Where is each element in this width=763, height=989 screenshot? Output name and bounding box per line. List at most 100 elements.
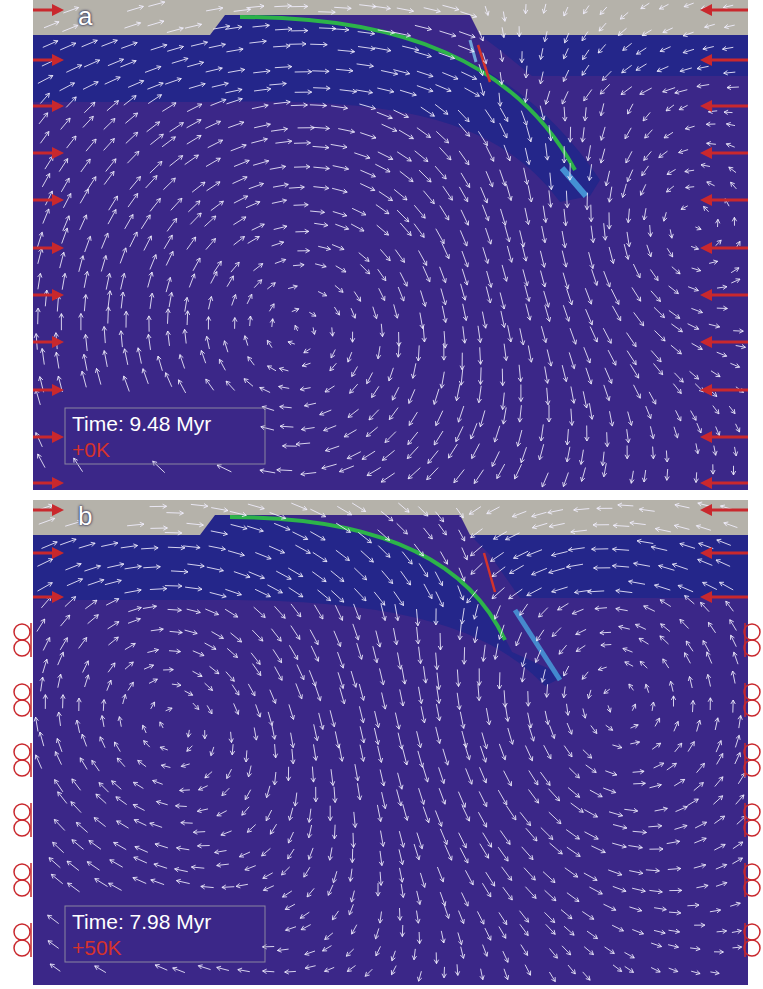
- velocity-arrow: [185, 311, 189, 325]
- velocity-arrow: [125, 589, 142, 594]
- velocity-arrow: [697, 720, 701, 731]
- velocity-arrow: [444, 905, 449, 918]
- velocity-arrow: [269, 546, 285, 553]
- velocity-arrow: [291, 503, 307, 510]
- velocity-arrow: [545, 91, 550, 104]
- velocity-arrow: [674, 427, 678, 438]
- velocity-arrow: [170, 123, 184, 132]
- velocity-boundary-arrowhead: [700, 4, 712, 16]
- velocity-arrow: [462, 647, 466, 664]
- overriding-plate: [470, 535, 748, 598]
- velocity-arrow: [459, 368, 463, 385]
- velocity-arrow: [408, 468, 420, 479]
- velocity-arrow: [109, 883, 122, 890]
- velocity-arrow: [482, 733, 488, 749]
- velocity-arrow: [522, 847, 533, 860]
- velocity-arrow: [167, 46, 183, 52]
- velocity-arrow: [256, 704, 261, 717]
- velocity-arrow: [313, 186, 328, 190]
- velocity-arrow: [486, 872, 495, 886]
- velocity-arrow: [251, 653, 260, 665]
- velocity-arrow: [128, 618, 140, 623]
- velocity-arrow: [374, 592, 385, 605]
- velocity-arrow: [207, 705, 212, 713]
- velocity-arrow: [729, 167, 736, 173]
- velocity-arrow: [95, 879, 108, 887]
- velocity-arrow: [84, 271, 89, 287]
- velocity-arrow: [409, 412, 417, 425]
- velocity-arrow: [647, 245, 652, 257]
- velocity-arrow: [260, 387, 270, 392]
- velocity-arrow: [711, 371, 720, 377]
- velocity-arrow: [514, 464, 521, 479]
- velocity-arrow: [552, 587, 568, 593]
- velocity-arrow: [263, 969, 275, 973]
- velocity-arrow: [239, 852, 250, 857]
- velocity-arrow: [435, 512, 443, 522]
- velocity-arrow: [225, 88, 242, 93]
- velocity-arrow: [436, 727, 441, 744]
- velocity-arrow: [717, 352, 727, 357]
- velocity-arrow: [60, 83, 75, 91]
- velocity-arrow: [397, 210, 409, 222]
- velocity-arrow: [234, 237, 245, 246]
- velocity-arrow: [135, 846, 148, 852]
- roller-symbol: [744, 820, 760, 836]
- velocity-arrow: [105, 77, 121, 85]
- velocity-arrow: [168, 546, 185, 550]
- velocity-arrow: [643, 208, 647, 220]
- velocity-arrow: [545, 367, 549, 384]
- velocity-arrow: [310, 42, 327, 46]
- velocity-arrow: [400, 925, 404, 937]
- weak-zone: [478, 45, 490, 82]
- velocity-arrow: [231, 633, 242, 642]
- velocity-arrow: [300, 912, 309, 918]
- velocity-arrow: [505, 226, 511, 242]
- velocity-arrow: [189, 274, 195, 288]
- velocity-boundary-arrowhead: [700, 336, 712, 348]
- velocity-arrow: [641, 3, 650, 9]
- velocity-arrow: [45, 156, 53, 169]
- velocity-arrow: [125, 113, 137, 123]
- velocity-arrow: [610, 411, 614, 426]
- velocity-arrow: [687, 903, 699, 907]
- velocity-boundary-arrowhead: [52, 289, 64, 301]
- velocity-arrow: [254, 728, 258, 741]
- velocity-arrow: [270, 165, 286, 169]
- velocity-arrow: [325, 446, 339, 452]
- velocity-arrow: [298, 126, 315, 130]
- velocity-arrow: [133, 877, 146, 883]
- velocity-arrow: [275, 259, 286, 264]
- velocity-arrow: [403, 804, 409, 820]
- velocity-arrow: [222, 788, 230, 796]
- velocity-arrow: [275, 606, 286, 618]
- velocity-arrow: [234, 196, 248, 203]
- velocity-arrow: [133, 804, 144, 810]
- roller-wall: [30, 623, 32, 657]
- velocity-arrow: [352, 925, 357, 934]
- roller-wall: [744, 623, 746, 657]
- velocity-arrow: [272, 241, 284, 246]
- velocity-arrow: [331, 571, 344, 582]
- velocity-arrow: [478, 367, 482, 384]
- velocity-arrow: [566, 447, 570, 462]
- velocity-arrow: [176, 879, 189, 883]
- velocity-arrow: [397, 152, 411, 161]
- velocity-arrow: [205, 216, 216, 226]
- velocity-arrow: [347, 966, 355, 972]
- velocity-arrow: [77, 698, 81, 711]
- velocity-arrow: [517, 430, 522, 446]
- velocity-arrow: [394, 304, 399, 318]
- velocity-arrow: [167, 27, 183, 33]
- velocity-arrow: [270, 319, 274, 327]
- velocity-arrow: [625, 662, 633, 667]
- velocity-arrow: [72, 840, 84, 850]
- velocity-arrow: [419, 563, 428, 576]
- velocity-arrow: [163, 668, 173, 672]
- velocity-arrow: [167, 218, 177, 231]
- roller-symbol: [14, 820, 30, 836]
- velocity-boundary-arrowhead: [52, 54, 64, 66]
- velocity-arrow: [598, 667, 607, 671]
- velocity-arrow: [305, 965, 316, 969]
- velocity-arrow: [116, 797, 127, 805]
